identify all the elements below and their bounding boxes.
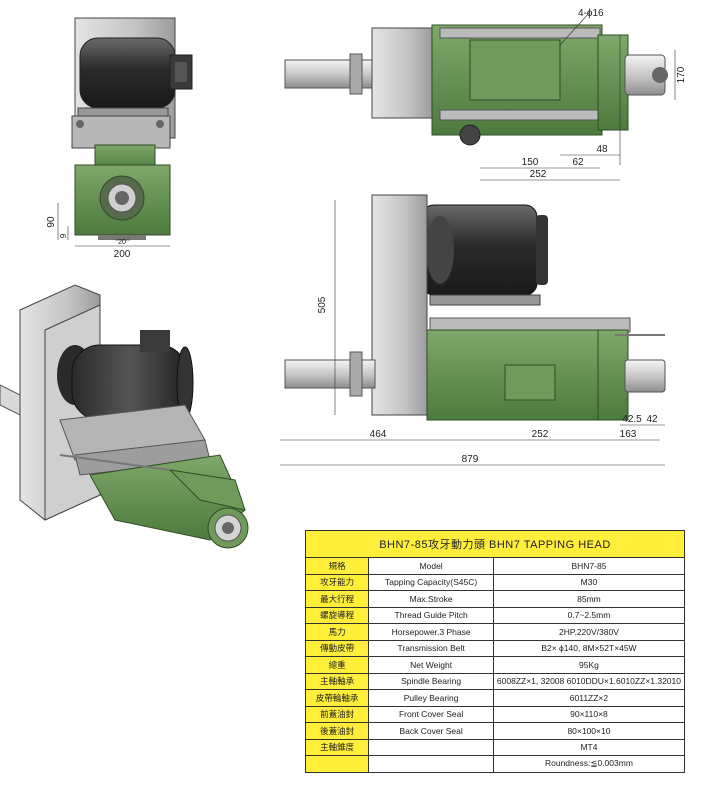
spec-cell-chinese: 規格 <box>304 557 370 575</box>
dim-top-170: 170 <box>676 66 687 83</box>
dim-side-879: 879 <box>462 454 479 465</box>
spec-cell-english: Horsepower.3 Phase <box>368 623 494 641</box>
spec-cell-chinese: 後蓋油封 <box>304 722 370 740</box>
spec-cell-value: 6008ZZ×1, 32008 6010DDU×1.6010ZZ×1.32010 <box>492 672 686 690</box>
spec-cell-value: 0.7~2.5mm <box>492 606 686 624</box>
spec-table-title-row: BHN7-85攻牙動力頭 BHN7 TAPPING HEAD <box>305 530 685 558</box>
spec-cell-value: MT4 <box>492 738 686 756</box>
spec-cell-value: Roundness:≦0.003mm <box>492 755 686 773</box>
spec-cell-chinese: 攻牙能力 <box>304 573 370 591</box>
spec-cell-chinese: 馬力 <box>304 623 370 641</box>
isometric-view-drawing <box>0 284 249 549</box>
spec-cell-chinese: 螺旋導程 <box>304 606 370 624</box>
spec-cell-english: Back Cover Seal <box>368 722 494 740</box>
spec-cell-value: 85mm <box>492 590 686 608</box>
spec-cell-value: BHN7-85 <box>492 557 686 575</box>
spec-table-row: 主軸錐度 MT4 <box>304 738 686 756</box>
spec-cell-chinese: 主軸軸承 <box>304 672 370 690</box>
dim-top-62: 62 <box>572 157 584 168</box>
spec-cell-value: B2× ϕ140, 8M×52T×45W <box>492 639 686 657</box>
spec-table-title: BHN7-85攻牙動力頭 BHN7 TAPPING HEAD <box>305 530 685 558</box>
spec-cell-value: 2HP.220V/380V <box>492 623 686 641</box>
spec-cell-english: Pulley Bearing <box>368 689 494 707</box>
spec-cell-english <box>368 738 494 756</box>
spec-cell-english: Net Weight <box>368 656 494 674</box>
spec-cell-chinese: 前蓋油封 <box>304 705 370 723</box>
dim-top-48: 48 <box>596 144 608 155</box>
dim-front-20: 20 <box>118 239 126 246</box>
spec-cell-value: M30 <box>492 573 686 591</box>
spec-cell-english <box>368 755 494 773</box>
dim-side-252: 252 <box>532 429 549 440</box>
top-view-drawing <box>284 11 676 181</box>
dim-top-150: 150 <box>522 157 539 168</box>
spec-cell-chinese: 皮帶輪軸承 <box>304 689 370 707</box>
spec-cell-english: Model <box>368 557 494 575</box>
spec-cell-chinese: 主軸錐度 <box>304 738 370 756</box>
dim-side-42-5: 42.5 <box>622 414 642 425</box>
dim-top-252: 252 <box>530 169 547 180</box>
spec-cell-chinese: 傳動皮帶 <box>304 639 370 657</box>
front-view-drawing <box>57 17 193 247</box>
spec-cell-english: Front Cover Seal <box>368 705 494 723</box>
spec-cell-english: Thread Guide Pitch <box>368 606 494 624</box>
spec-cell-english: Spindle Bearing <box>368 672 494 690</box>
dim-side-505: 505 <box>317 296 328 313</box>
dim-side-42: 42 <box>646 414 658 425</box>
spec-cell-value: 90×110×8 <box>492 705 686 723</box>
spec-cell-chinese: 最大行程 <box>304 590 370 608</box>
dim-side-163: 163 <box>620 429 637 440</box>
dim-side-464: 464 <box>370 429 387 440</box>
spec-cell-value: 80×100×10 <box>492 722 686 740</box>
dim-hole-spec: 4-ϕ16 <box>578 8 604 19</box>
dim-front-90: 90 <box>46 216 57 228</box>
spec-table-row: Roundness:≦0.003mm <box>304 755 686 773</box>
spec-cell-english: Tapping Capacity(S45C) <box>368 573 494 591</box>
spec-cell-value: 95Kg <box>492 656 686 674</box>
dim-front-9: 9 <box>59 233 68 238</box>
side-view-drawing <box>280 194 666 466</box>
spec-cell-english: Max.Stroke <box>368 590 494 608</box>
spec-cell-chinese <box>304 755 370 773</box>
dim-front-200: 200 <box>114 249 131 260</box>
spec-cell-english: Transmission Belt <box>368 639 494 657</box>
spec-cell-chinese: 總重 <box>304 656 370 674</box>
spec-cell-value: 6011ZZ×2 <box>492 689 686 707</box>
